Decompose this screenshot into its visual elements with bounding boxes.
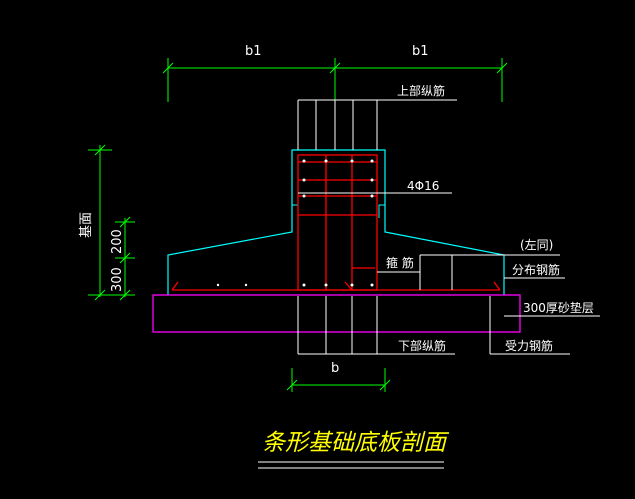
dim-b1-left-label: b1 xyxy=(245,44,262,59)
rebar-dots xyxy=(216,159,374,287)
left-height-dimension xyxy=(88,144,135,301)
leader-lines xyxy=(297,99,600,355)
bottom-dimension-b xyxy=(286,368,391,392)
sand-cushion-layer xyxy=(152,294,521,333)
dim-b-label: b xyxy=(331,361,339,376)
footing-outline xyxy=(167,149,505,295)
label-sand-cushion: 300厚砂垫层 xyxy=(523,300,594,315)
dim-200-label: 200 xyxy=(110,229,125,254)
dim-b1-right-label: b1 xyxy=(412,44,429,59)
label-column-bars: 4Φ16 xyxy=(407,179,439,193)
label-main-bars: 受力钢筋 xyxy=(505,338,553,353)
column-notch xyxy=(292,204,385,218)
dim-300-label: 300 xyxy=(110,267,125,292)
label-top-bars: 上部纵筋 xyxy=(397,83,445,98)
rebar-cage xyxy=(171,154,501,291)
top-dimension-b1 xyxy=(162,58,508,102)
title-underline xyxy=(258,461,444,469)
label-stirrup: 箍 筋 xyxy=(386,255,414,270)
label-distribution-bars: 分布钢筋 xyxy=(512,262,560,277)
drawing-title: 条形基础底板剖面 xyxy=(262,430,450,456)
label-bottom-bars: 下部纵筋 xyxy=(398,338,446,353)
dim-jimian-label: 基面 xyxy=(79,212,94,238)
label-same-left: (左同) xyxy=(520,237,553,252)
